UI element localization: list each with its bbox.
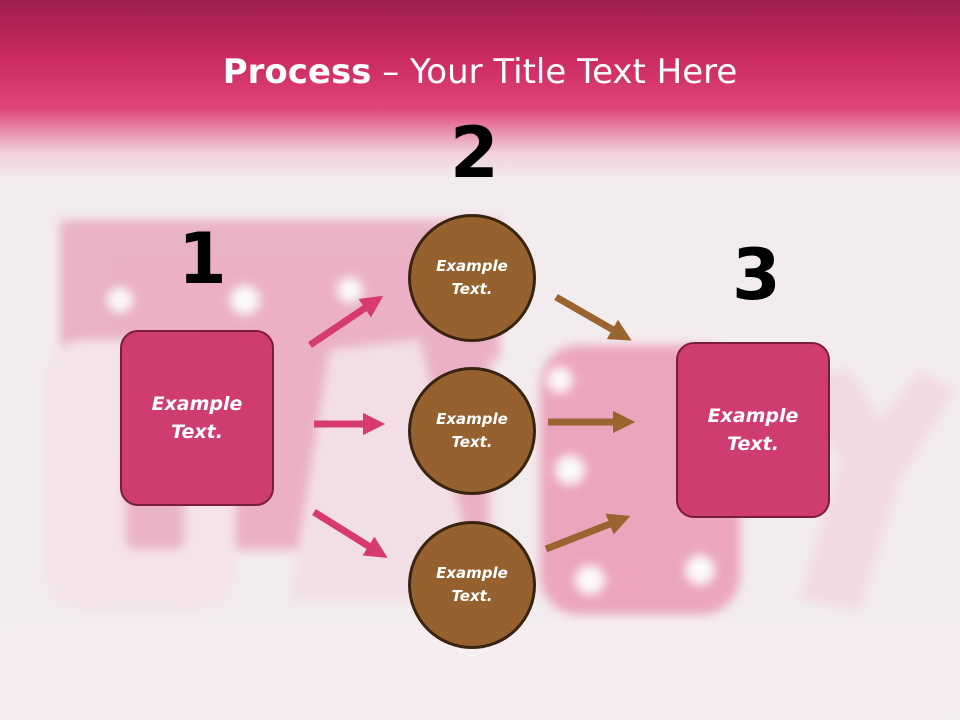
arrow-2c-to-3 [544, 513, 631, 553]
step-number-1: 1 [178, 218, 227, 300]
step-number-2: 2 [450, 112, 499, 194]
title-bar [0, 0, 960, 180]
arrow-1-to-2c [312, 509, 388, 558]
title-rest: – Your Title Text Here [371, 52, 738, 92]
step-2-circle-top: Example Text. [408, 214, 536, 342]
step-2-circle-bottom-text: Example Text. [436, 563, 508, 605]
step-2-circle-middle-text: Example Text. [436, 409, 508, 451]
step-1-text: Example Text. [151, 392, 243, 444]
step-1-box: Example Text. [120, 330, 274, 506]
slide-title: Process – Your Title Text Here [0, 52, 960, 92]
step-2-circle-bottom: Example Text. [408, 521, 536, 649]
title-bold: Process [222, 52, 372, 92]
step-number-3: 3 [732, 234, 781, 316]
step-3-box: Example Text. [676, 342, 830, 518]
step-2-circle-top-text: Example Text. [436, 256, 508, 298]
step-3-text: Example Text. [707, 404, 799, 456]
step-2-circle-middle: Example Text. [408, 367, 536, 495]
arrow-2a-to-3 [554, 293, 632, 341]
arrow-1-to-2a [308, 295, 384, 348]
